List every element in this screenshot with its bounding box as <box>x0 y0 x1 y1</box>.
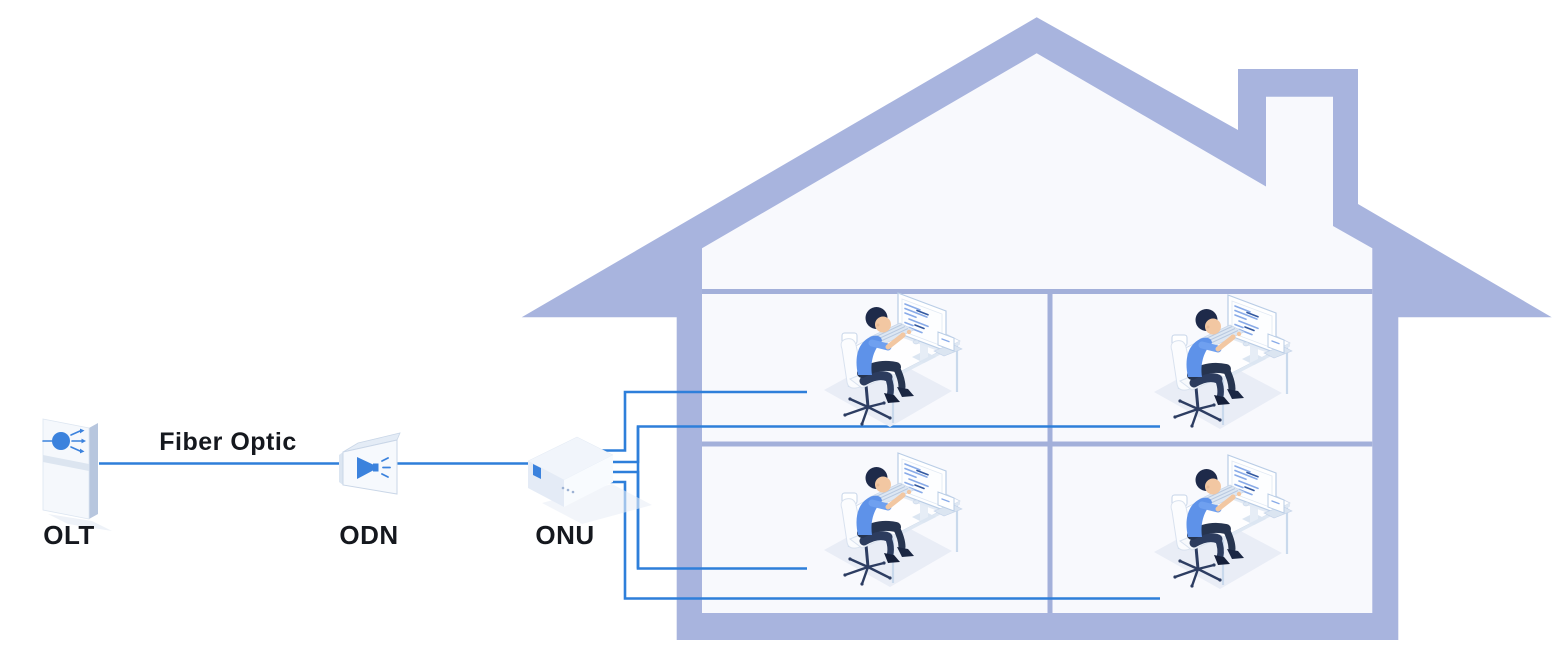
onu-front-face <box>564 455 613 507</box>
odn-device <box>339 432 401 495</box>
floor-divider <box>702 441 1373 447</box>
cable-onu-room-4 <box>610 480 1160 600</box>
onu-device <box>527 436 652 524</box>
onu-label: ONU <box>535 520 595 550</box>
house <box>521 17 1552 641</box>
cable-onu-room-1 <box>598 390 807 452</box>
olt-panel-band <box>43 455 89 471</box>
optical-splitter-icon <box>357 457 391 479</box>
olt-label: OLT <box>43 520 95 550</box>
olt-shadow <box>48 514 112 531</box>
fiber-optic-label: Fiber Optic <box>159 428 297 456</box>
optical-line-terminal-icon <box>42 428 86 454</box>
odn-label: ODN <box>339 520 399 550</box>
fiber-cables <box>99 390 1160 600</box>
olt-device <box>42 418 112 531</box>
odn-left-edge <box>339 452 343 485</box>
room-divider-wall <box>1047 294 1053 613</box>
olt-side-face <box>89 423 98 519</box>
onu-shadow <box>542 484 652 524</box>
rooms-ceiling-band <box>702 289 1373 294</box>
onu-port <box>533 464 541 479</box>
onu-leds <box>561 486 575 494</box>
